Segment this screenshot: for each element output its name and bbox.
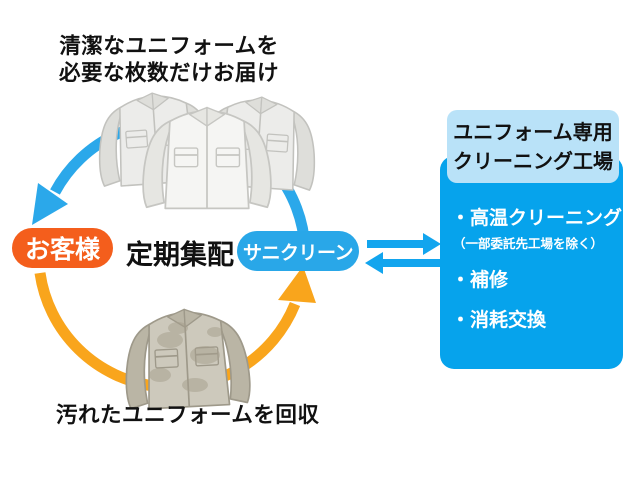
bottom-caption: 汚れたユニフォームを回収 <box>56 403 320 428</box>
factory-item-repair: ・補修 <box>451 269 509 291</box>
top-caption-line2: 必要な枚数だけお届け <box>58 61 279 86</box>
factory-box-title-line2: クリーニング工場 <box>453 148 613 173</box>
factory-box-title-line1: ユニフォーム専用 <box>453 119 613 144</box>
cycle-center-label: 定期集配 <box>126 240 234 271</box>
factory-item-wear-replacement: ・消耗交換 <box>451 309 547 331</box>
exchange-arrows <box>365 233 443 274</box>
top-caption-line1: 清潔なユニフォームを <box>59 34 279 59</box>
factory-box-title: ユニフォーム専用 クリーニング工場 <box>447 110 619 183</box>
exchange-arrow-left-head-icon <box>365 252 383 274</box>
factory-box: ・高温クリーニング （一部委託先工場を除く） ・補修 ・消耗交換 <box>440 156 623 369</box>
factory-item-hot-cleaning-note: （一部委託先工場を除く） <box>453 236 604 251</box>
customer-pill: お客様 <box>12 228 113 268</box>
saniclean-pill: サニクリーン <box>237 231 359 271</box>
dirty-uniform-image <box>121 305 252 411</box>
cycle-arrowhead-blue-icon <box>32 183 68 225</box>
top-caption: 清潔なユニフォームを 必要な枚数だけお届け <box>58 33 280 87</box>
exchange-arrow-right-head-icon <box>423 233 441 255</box>
factory-item-hot-cleaning: ・高温クリーニング <box>451 207 623 229</box>
cycle-arrowhead-orange-icon <box>278 266 316 303</box>
